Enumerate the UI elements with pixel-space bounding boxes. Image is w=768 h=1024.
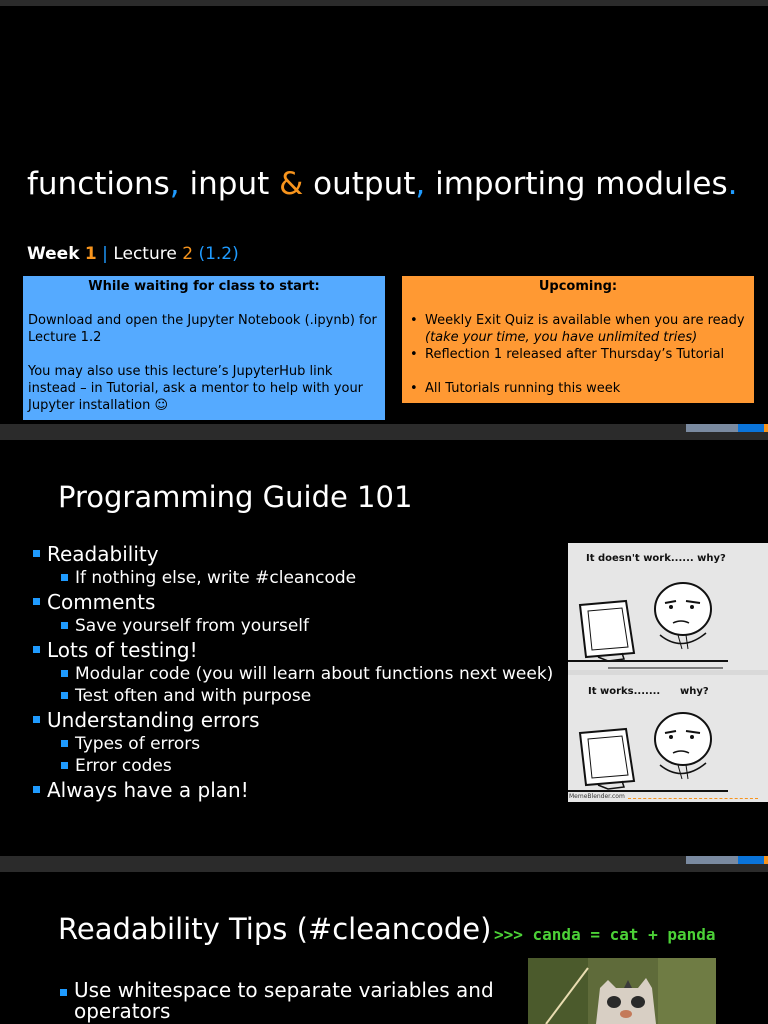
meme-caption-2b: why? — [680, 686, 709, 697]
meme-caption-1: It doesn't work...... why? — [586, 553, 726, 564]
guide-subitem: Test often and with purpose — [33, 685, 553, 707]
title-fragment: input — [179, 166, 280, 202]
week-lecture-line: Week 1 | Lecture 2 (1.2) — [27, 244, 239, 264]
guide-item: Readability — [33, 541, 553, 567]
waiting-box: While waiting for class to start: Downlo… — [23, 276, 385, 420]
title-fragment: . — [727, 166, 738, 202]
guide-item: Always have a plan! — [33, 777, 553, 803]
meme-image: It doesn't work...... why? It works.....… — [568, 543, 768, 802]
title-fragment: & — [279, 166, 304, 202]
meme-caption-2a: It works....... — [588, 686, 661, 697]
meme-watermark: MemeBlender.com — [569, 793, 625, 800]
guide-item: Understanding errors — [33, 707, 553, 733]
upcoming-item: • Weekly Exit Quiz is available when you… — [407, 312, 749, 346]
guide-item: Comments — [33, 589, 553, 615]
upcoming-note: (take your time, you have unlimited trie… — [425, 330, 698, 345]
cat-panda-image — [528, 958, 716, 1024]
guide-subitem: If nothing else, write #cleancode — [33, 567, 553, 589]
code-snippet: >>> canda = cat + panda — [494, 925, 716, 944]
slide-title: Readability Tips (#cleancode) — [58, 912, 492, 946]
title-fragment: , — [415, 166, 426, 202]
rage-face-icon — [568, 712, 728, 792]
tip-item: Use whitespace to separate variables and… — [60, 980, 504, 1022]
guide-subitem: Error codes — [33, 755, 553, 777]
upcoming-item: • Reflection 1 released after Thursday’s… — [410, 347, 725, 362]
title-fragment: importing modules — [425, 166, 728, 202]
top-bar — [0, 0, 768, 6]
slide-title: Programming Guide 101 — [58, 480, 413, 514]
lecture-code: (1.2) — [198, 244, 239, 264]
guide-subitem: Save yourself from yourself — [33, 615, 553, 637]
upcoming-heading: Upcoming: — [538, 279, 618, 294]
title-fragment: , — [169, 166, 180, 202]
slide-divider — [0, 424, 768, 440]
week-label: Week — [27, 244, 80, 264]
slide-divider — [0, 856, 768, 872]
divider: | — [102, 244, 108, 264]
lecture-label: Lecture — [113, 244, 177, 264]
guide-item: Lots of testing! — [33, 637, 553, 663]
guide-subitem: Modular code (you will learn about funct… — [33, 663, 553, 685]
week-number: 1 — [84, 244, 97, 264]
title-fragment: output — [303, 166, 416, 202]
title-fragment: functions — [27, 166, 170, 202]
waiting-text-1: Download and open the Jupyter Notebook (… — [28, 313, 377, 345]
guide-subitem: Types of errors — [33, 733, 553, 755]
upcoming-item: • All Tutorials running this week — [410, 381, 621, 396]
tips-list: Use whitespace to separate variables and… — [60, 980, 504, 1022]
waiting-heading: While waiting for class to start: — [88, 279, 320, 294]
lecture-number: 2 — [182, 244, 194, 264]
upcoming-box: Upcoming: • Weekly Exit Quiz is availabl… — [402, 276, 754, 403]
waiting-text-2: You may also use this lecture’s JupyterH… — [28, 364, 364, 413]
lecture-title: functions, input & output, importing mod… — [27, 166, 737, 202]
rage-face-icon — [568, 582, 728, 669]
